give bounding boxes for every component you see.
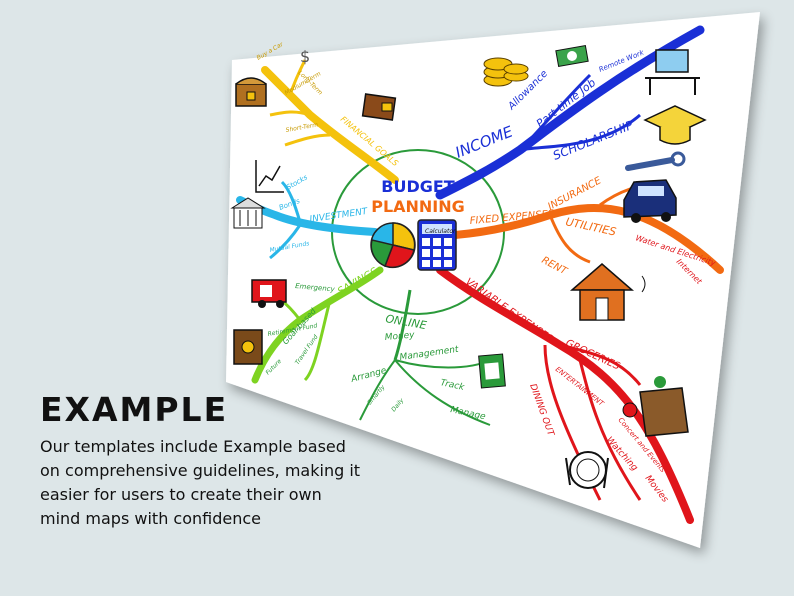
center-calc-label: Calculator	[425, 228, 456, 235]
example-line-2: on comprehensive guidelines, making it	[40, 461, 361, 480]
branch-goals	[261, 66, 399, 184]
money-icon	[555, 44, 589, 68]
spreadsheet-icon	[478, 353, 506, 389]
center-title-line2: PLANNING	[371, 197, 465, 216]
branch-online-sub2	[359, 359, 396, 421]
safe-icon	[233, 329, 263, 365]
example-line-4: mind maps with confidence	[40, 509, 261, 528]
wallet-icon	[361, 93, 397, 121]
label-money: Money	[384, 330, 415, 343]
branch-fixed-sub1	[548, 214, 591, 264]
branch-online-sub3	[394, 359, 491, 426]
ambulance-icon	[251, 279, 287, 308]
branch-investment-sub1	[269, 224, 302, 260]
coins-icon	[483, 57, 529, 87]
plate-icon	[565, 451, 609, 489]
branch-goals-sub3	[288, 59, 307, 96]
example-line-3: easier for users to create their own	[40, 485, 322, 504]
calculator-icon	[417, 219, 457, 271]
branch-fixed	[451, 204, 724, 274]
branch-income-sub2	[518, 73, 592, 152]
branch-goals-sub1	[269, 110, 311, 117]
growth-chart-icon	[255, 160, 284, 193]
branch-variable	[436, 266, 694, 524]
treasure-chest-icon	[235, 77, 267, 107]
label-emergency: Emergency	[295, 282, 336, 293]
budget-pie-icon	[370, 222, 416, 269]
wrench-icon	[625, 151, 686, 171]
branch-savings-sub2	[303, 299, 332, 382]
bank-icon	[230, 197, 266, 229]
car-icon	[623, 179, 677, 223]
groceries-bag-icon	[622, 376, 689, 437]
dollar-icon: $	[300, 47, 310, 66]
svg-text:$: $	[300, 47, 310, 66]
branch-variable-sub2	[578, 359, 642, 501]
example-description: Our templates include Example based on c…	[40, 435, 380, 531]
house-icon	[569, 263, 646, 321]
graduation-cap-icon	[643, 105, 707, 145]
branch-online	[393, 289, 412, 361]
example-line-1: Our templates include Example based	[40, 437, 346, 456]
example-section: EXAMPLE Our templates include Example ba…	[40, 390, 380, 531]
branch-income	[435, 25, 705, 200]
branch-variable-sub1	[559, 343, 642, 386]
branch-investment-sub2	[280, 180, 302, 223]
branch-income-sub1	[519, 113, 641, 152]
computer-desk-icon	[645, 49, 700, 95]
example-title: EXAMPLE	[40, 390, 229, 429]
branch-savings	[251, 266, 384, 384]
center-title-line1: BUDGET	[381, 177, 455, 196]
branch-goals-sub2	[284, 133, 331, 147]
